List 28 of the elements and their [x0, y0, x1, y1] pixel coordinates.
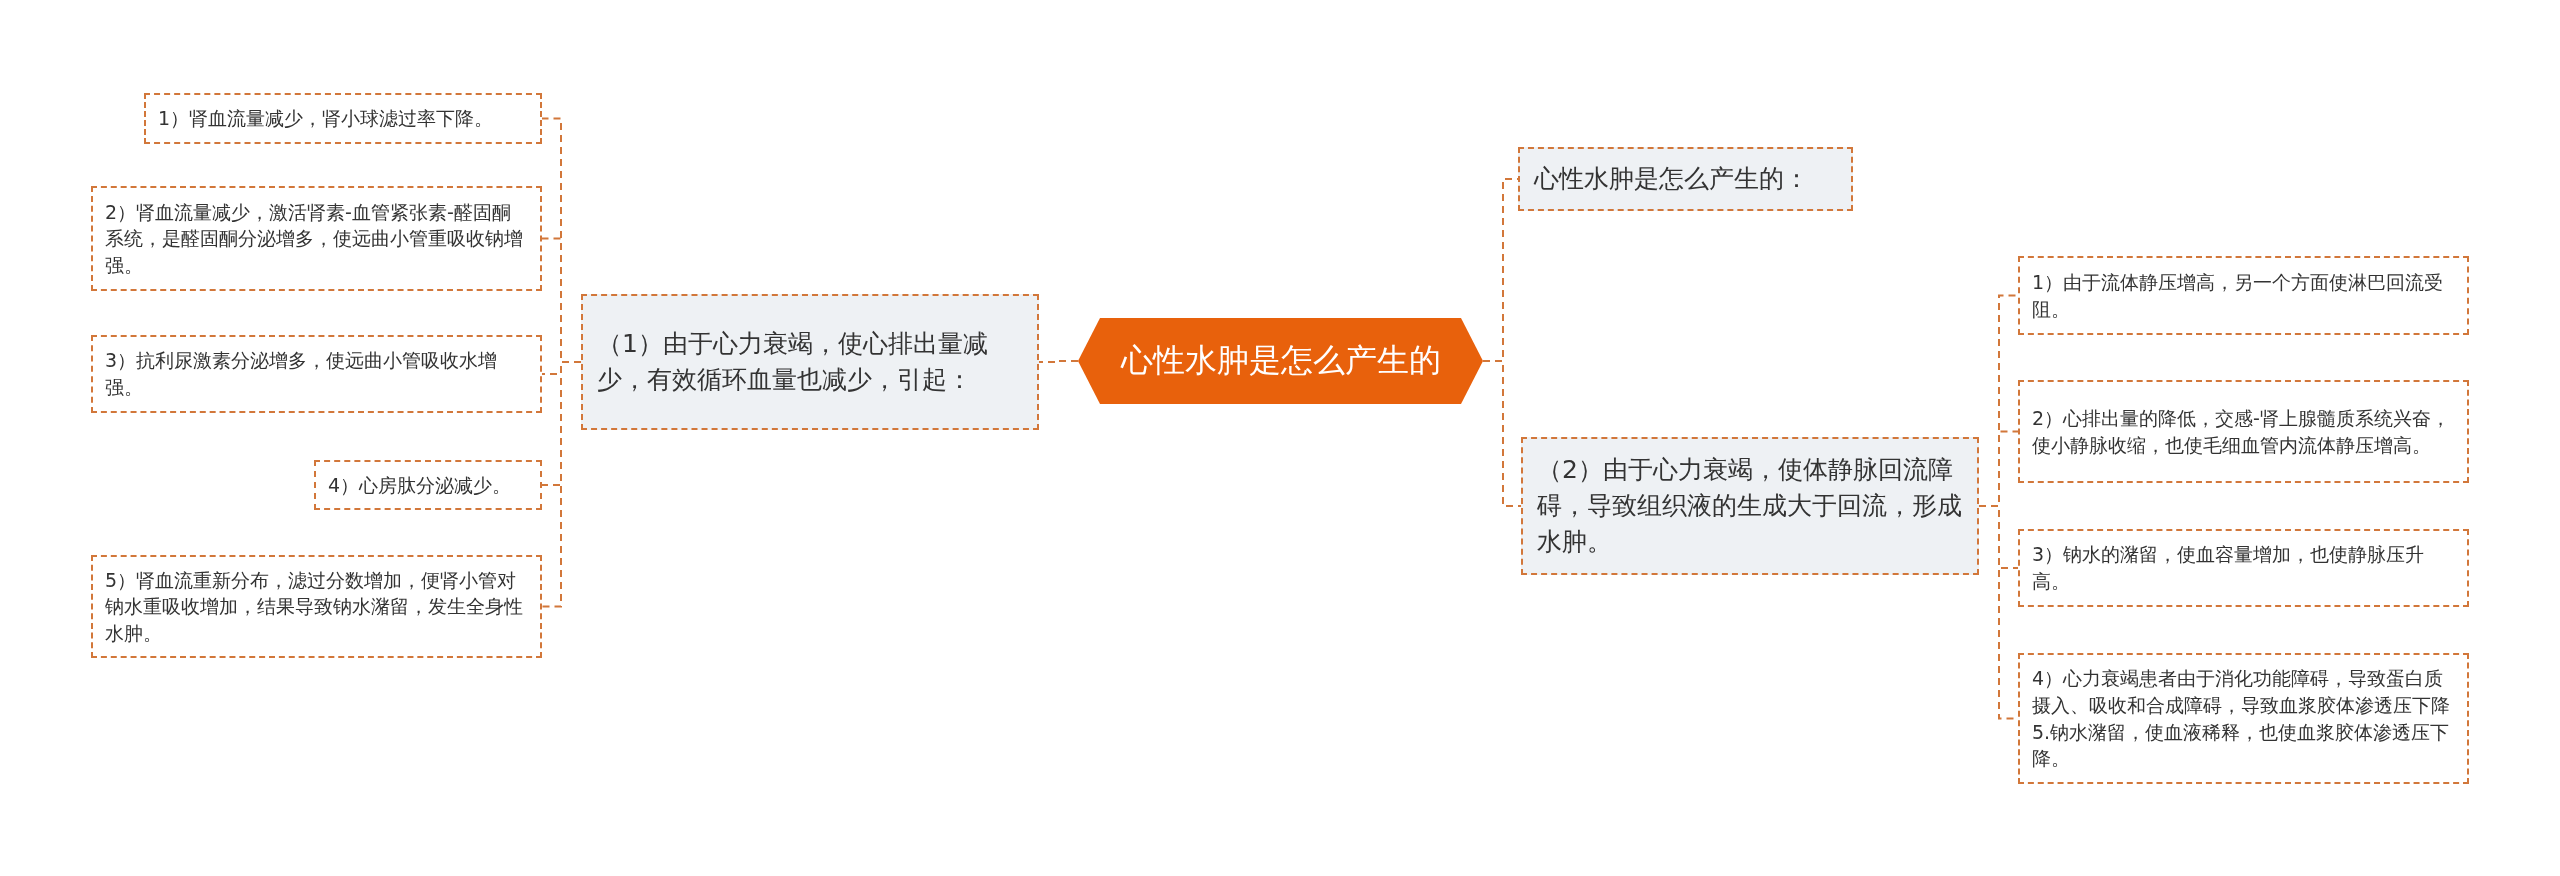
leaf-box: [2018, 256, 2469, 335]
connector-line: [541, 361, 582, 608]
leaf-box: [91, 555, 542, 658]
branch-box: [1518, 147, 1853, 211]
leaf-box: [144, 93, 542, 144]
connector-line: [1038, 360, 1079, 363]
leaf-box: [91, 186, 542, 291]
branch-text: 心性水肿是怎么产生的：: [1534, 162, 1809, 195]
leaf-box: [2018, 529, 2469, 607]
leaf-text: 3）抗利尿激素分泌增多，使远曲小管吸收水增强。: [105, 348, 499, 400]
leaf-box: [91, 335, 542, 413]
leaf-box: [2018, 653, 2469, 784]
branch-text: （1）由于心力衰竭，使心排出量减少，有效循环血量也减少，引起：: [597, 327, 989, 396]
leaf-text: 4）心力衰竭患者由于消化功能障碍，导致蛋白质摄入、吸收和合成障碍，导致血浆胶体渗透压下降5.钠水潴留，使血液稀释，也使血浆胶体渗透压下降。: [2032, 666, 2451, 772]
leaf-text: 3）钠水的潴留，使血容量增加，也使静脉压升高。: [2032, 542, 2426, 594]
leaf-text: 1）由于流体静压增高，另一个方面使淋巴回流受阻。: [2032, 269, 2445, 322]
leaf-text: 5）肾血流重新分布，滤过分数增加，便肾小管对钠水重吸收增加，结果导致钠水潴留，发生全身性水肿。: [105, 567, 524, 646]
leaf-box: [314, 460, 542, 510]
connector-line: [1482, 360, 1522, 507]
branch-box: [1521, 437, 1979, 575]
topic-title: 心性水肿是怎么产生的: [1120, 340, 1441, 381]
leaf-text: 2）肾血流量减少，激活肾素-血管紧张素-醛固酮系统，是醛固酮分泌增多，使远曲小管重吸收钠增强。: [105, 199, 524, 278]
leaf-text: 1）肾血流量减少，肾小球滤过率下降。: [158, 106, 494, 132]
leaf-box: [2018, 380, 2469, 483]
branch-box: [581, 294, 1039, 430]
leaf-text: 4）心房肽分泌减少。: [328, 472, 512, 498]
leaf-text: 2）心排出量的降低，交感-肾上腺髓质系统兴奋，使小静脉收缩，也使毛细血管内流体静压增高。: [2032, 405, 2451, 458]
branch-text: （2）由于心力衰竭，使体静脉回流障碍，导致组织液的生成大于回流，形成水肿。: [1537, 453, 1963, 559]
